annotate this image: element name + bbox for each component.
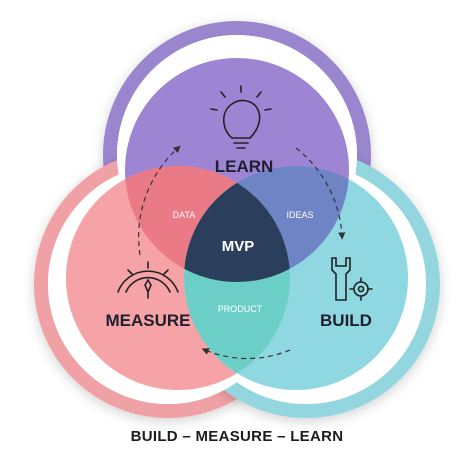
ideas-label: IDEAS (286, 210, 313, 220)
diagram-caption: BUILD – MEASURE – LEARN (130, 428, 344, 445)
measure-label: MEASURE (105, 311, 190, 330)
mvp-center (184, 166, 290, 282)
wrench-gear-icon (331, 257, 373, 301)
arrow-learn-to-build (295, 147, 346, 240)
lightbulb-icon (210, 85, 272, 149)
mvp-label: MVP (222, 238, 255, 255)
arrow-measure-to-learn (138, 145, 181, 256)
cycle-arrows (138, 145, 346, 360)
data-label: DATA (173, 210, 196, 220)
gauge-icon (117, 261, 179, 299)
build-label: BUILD (320, 311, 372, 330)
learn-label: LEARN (215, 157, 274, 176)
product-label: PRODUCT (218, 304, 263, 314)
venn-circles (66, 58, 408, 390)
